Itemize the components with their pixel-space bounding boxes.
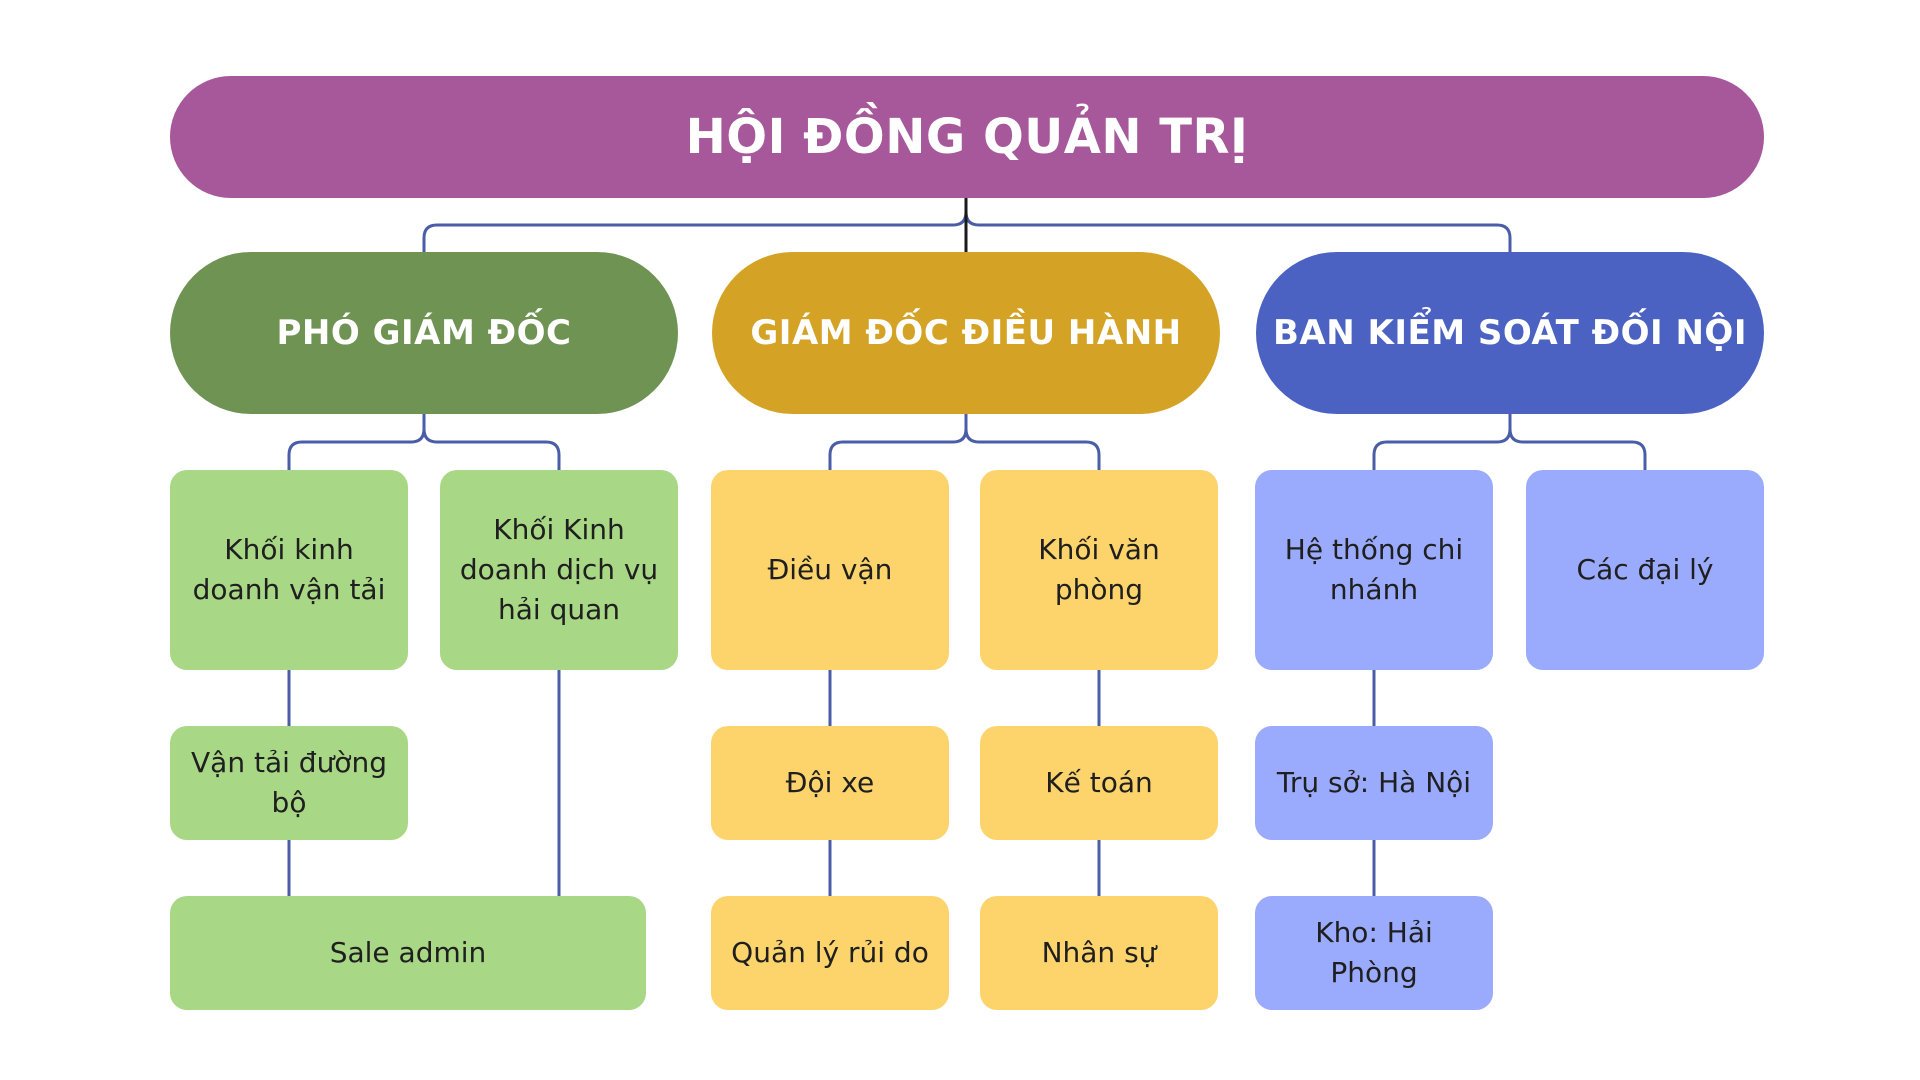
fleet-label: Đội xe [785, 766, 875, 799]
headquarters-label: Trụ sở: Hà Nội [1276, 766, 1472, 799]
risk-management-label: Quản lý rủi do [731, 936, 929, 969]
connector-vice-to-customs [422, 414, 561, 470]
warehouse-node: Kho: Hải Phòng [1255, 896, 1493, 1010]
control-board-title: BAN KIỂM SOÁT ĐỐI NỘI [1273, 313, 1747, 353]
human-resources-label: Nhân sự [1041, 936, 1157, 969]
connector-board-to-vice-director [422, 198, 968, 252]
executive-director-title: GIÁM ĐỐC ĐIỀU HÀNH [750, 313, 1182, 353]
sale-admin-label: Sale admin [329, 936, 487, 969]
connector-vice-to-transport [287, 414, 426, 470]
connector-exec-to-office [964, 414, 1101, 470]
road-transport-label: Vận tải đường bộ [191, 746, 387, 819]
warehouse-label: Kho: Hải Phòng [1315, 916, 1433, 989]
vice-director-node: PHÓ GIÁM ĐỐC [170, 252, 678, 414]
control-board-node: BAN KIỂM SOÁT ĐỐI NỘI [1256, 252, 1764, 414]
human-resources-node: Nhân sự [980, 896, 1218, 1010]
executive-director-node: GIÁM ĐỐC ĐIỀU HÀNH [712, 252, 1220, 414]
dispatch-node: Điều vận [711, 470, 949, 670]
office-block-node: Khối văn phòng [980, 470, 1218, 670]
risk-management-node: Quản lý rủi do [711, 896, 949, 1010]
connector-control-to-agents [1508, 414, 1647, 470]
agents-node: Các đại lý [1526, 470, 1764, 670]
board-title: HỘI ĐỒNG QUẢN TRỊ [685, 109, 1249, 165]
accounting-node: Kế toán [980, 726, 1218, 840]
vice-director-title: PHÓ GIÁM ĐỐC [276, 313, 572, 353]
agents-label: Các đại lý [1576, 553, 1714, 586]
connector-exec-to-dispatch [828, 414, 968, 470]
connector-control-to-branches [1372, 414, 1512, 470]
road-transport-node: Vận tải đường bộ [170, 726, 408, 840]
transport-business-block-node: Khối kinh doanh vận tải [170, 470, 408, 670]
customs-service-block-label: Khối Kinh doanh dịch vụ hải quan [459, 513, 659, 626]
dispatch-label: Điều vận [767, 553, 893, 586]
connector-board-to-control-board [964, 198, 1512, 252]
sale-admin-node: Sale admin [170, 896, 646, 1010]
fleet-node: Đội xe [711, 726, 949, 840]
office-block-label: Khối văn phòng [1038, 533, 1160, 606]
transport-business-block-label: Khối kinh doanh vận tải [192, 533, 386, 606]
accounting-label: Kế toán [1045, 766, 1153, 799]
branch-system-node: Hệ thống chi nhánh [1255, 470, 1493, 670]
headquarters-node: Trụ sở: Hà Nội [1255, 726, 1493, 840]
board-of-directors-node: HỘI ĐỒNG QUẢN TRỊ [170, 76, 1764, 198]
branch-system-label: Hệ thống chi nhánh [1284, 533, 1464, 606]
customs-service-block-node: Khối Kinh doanh dịch vụ hải quan [440, 470, 678, 670]
